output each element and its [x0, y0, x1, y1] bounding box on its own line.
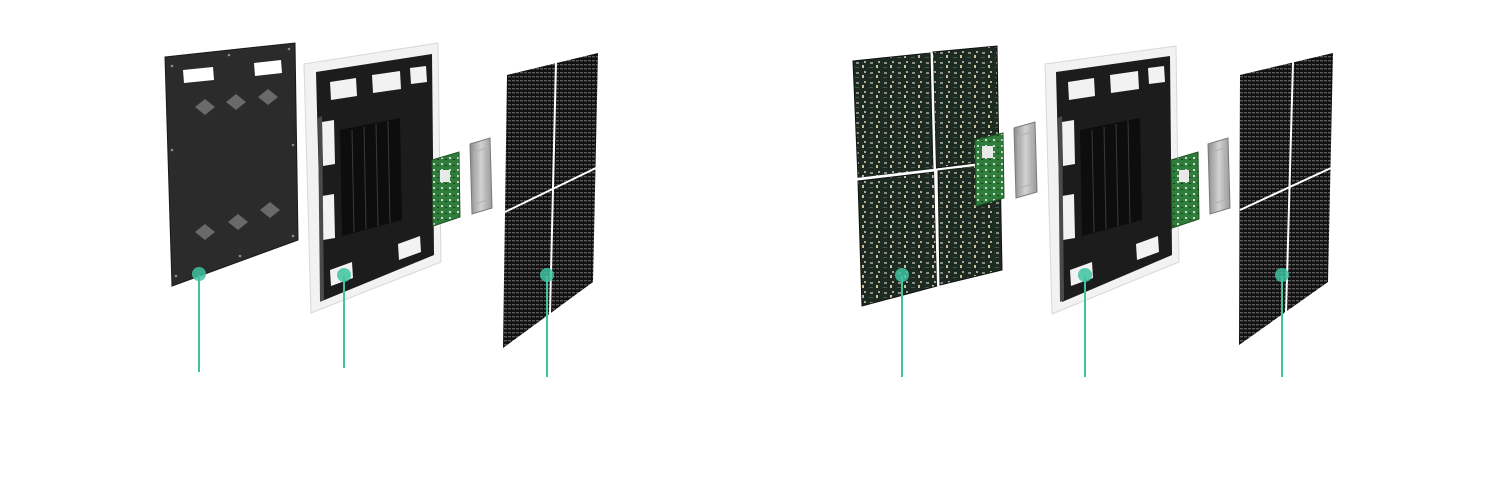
power-supply: [1013, 121, 1038, 199]
back-cover-plate: [164, 42, 299, 287]
receiving-card: [1170, 151, 1200, 229]
led-module-panel: [503, 53, 598, 348]
cabinet-frame: [303, 42, 442, 314]
callout-marker-2: [337, 268, 351, 368]
callout-marker-4: [895, 268, 909, 377]
receiving-card: [431, 151, 461, 227]
callout-marker-6: [1275, 268, 1289, 377]
callout-marker-5: [1078, 268, 1092, 377]
right-assembly: [852, 45, 1333, 377]
led-module-panel: [1239, 53, 1333, 345]
hub-board-quad: [852, 45, 1005, 307]
left-assembly: [164, 42, 598, 377]
callout-marker-3: [540, 268, 554, 377]
callout-marker-1: [192, 267, 206, 372]
power-supply: [1207, 137, 1231, 215]
power-supply: [469, 137, 493, 215]
cabinet-frame: [1044, 45, 1180, 315]
